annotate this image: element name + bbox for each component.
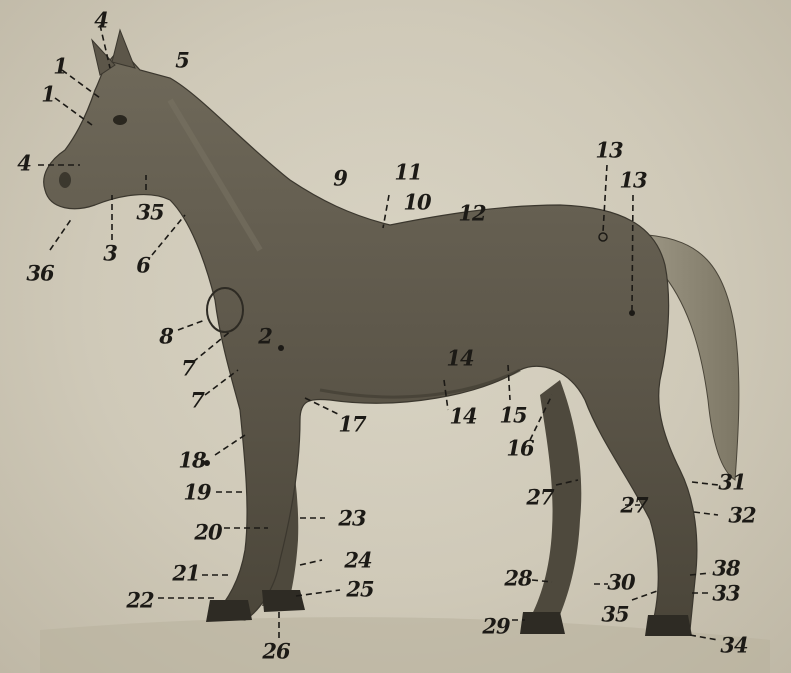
body-silhouette (44, 48, 697, 633)
label-38: 38 (712, 558, 739, 579)
label-28: 28 (504, 568, 531, 589)
label-32: 32 (728, 505, 755, 526)
label-27-left: 27 (526, 487, 553, 508)
label-7-upper: 7 (181, 358, 195, 379)
label-22: 22 (126, 590, 153, 611)
label-3: 3 (103, 243, 117, 264)
label-4-face: 4 (17, 153, 31, 174)
label-24: 24 (344, 550, 371, 571)
label-33: 33 (712, 583, 739, 604)
label-12: 12 (458, 203, 485, 224)
label-14-lower: 14 (449, 406, 476, 427)
eye (113, 115, 127, 125)
label-1-upper: 1 (53, 56, 67, 77)
ear-2 (112, 30, 135, 68)
label-25: 25 (346, 579, 373, 600)
label-31: 31 (718, 472, 745, 493)
label-21: 21 (172, 563, 199, 584)
label-13-left: 13 (595, 140, 622, 161)
label-15: 15 (499, 405, 526, 426)
hoof-far-fore (262, 590, 305, 612)
label-2: 2 (258, 326, 272, 347)
label-16: 16 (506, 438, 533, 459)
label-18: 18 (178, 450, 205, 471)
label-5: 5 (175, 50, 189, 71)
hoof-near-hind (645, 615, 692, 636)
label-29: 29 (482, 616, 509, 637)
label-7-lower: 7 (190, 390, 204, 411)
nostril (59, 172, 71, 188)
label-23: 23 (338, 508, 365, 529)
hoof-near-fore (206, 600, 252, 622)
label-1-lower: 1 (41, 84, 55, 105)
hoof-far-hind (520, 612, 565, 634)
label-11: 11 (394, 162, 421, 183)
label-10: 10 (403, 192, 430, 213)
label-19: 19 (183, 482, 210, 503)
label-8: 8 (159, 326, 173, 347)
label-30: 30 (607, 572, 634, 593)
label-34: 34 (720, 635, 747, 656)
label-13-right: 13 (619, 170, 646, 191)
label-17: 17 (338, 414, 365, 435)
label-6: 6 (136, 255, 150, 276)
label-26: 26 (262, 641, 289, 662)
label-35-head: 35 (136, 202, 163, 223)
label-14-upper: 14 (446, 348, 473, 369)
label-36: 36 (26, 263, 53, 284)
point-2 (278, 345, 284, 351)
label-35-hoof: 35 (601, 604, 628, 625)
point-13b (629, 310, 635, 316)
label-4-ear: 4 (94, 10, 108, 31)
label-9: 9 (333, 168, 347, 189)
label-20: 20 (194, 522, 221, 543)
label-27-right: 27 (620, 495, 647, 516)
